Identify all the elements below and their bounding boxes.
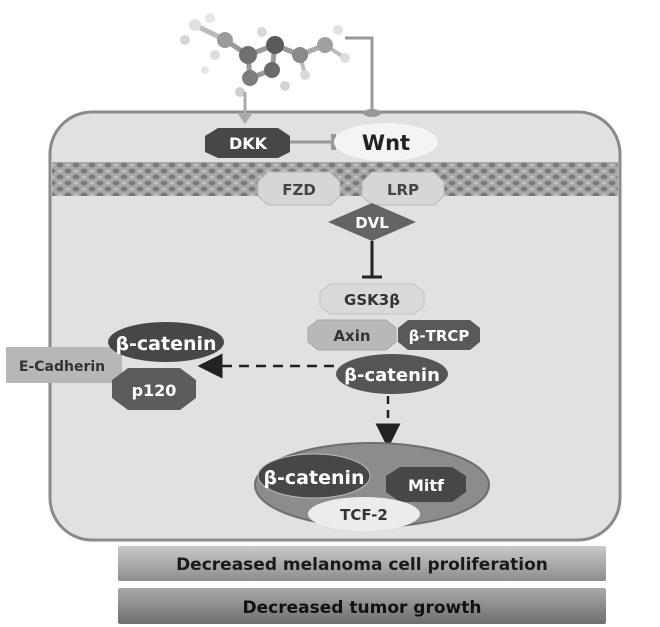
dkk-node [205, 128, 290, 158]
lrp-label: LRP [387, 181, 419, 199]
bcatenin-nucleus-node [257, 453, 371, 499]
bcatenin-cytoplasm-node [336, 354, 448, 394]
dvl-label: DVL [355, 214, 389, 232]
ecadherin-node [6, 347, 122, 383]
bcatenin-membrane-label: β-catenin [115, 333, 216, 355]
wnt-node [334, 123, 438, 161]
mitf-node [386, 467, 466, 502]
p120-label: p120 [132, 381, 177, 400]
outcome-tumor-growth-label: Decreased tumor growth [243, 598, 482, 618]
gsk3b-label: GSK3β [344, 291, 400, 309]
outcome-bar-proliferation [118, 546, 606, 581]
tcf2-label: TCF-2 [340, 506, 388, 524]
lrp-node [361, 171, 445, 206]
bcatenin-membrane-node [108, 322, 224, 362]
molecule-to-dkk-arrow [238, 92, 252, 124]
dvl-node [328, 203, 416, 241]
molecule-to-wnt-connector [345, 36, 381, 117]
wnt-label: Wnt [362, 131, 410, 155]
dvl-inhibits-gsk3b [362, 241, 382, 279]
axin-label: Axin [333, 327, 370, 345]
dkk-inhibits-wnt [285, 134, 336, 150]
ecadherin-label: E-Cadherin [19, 359, 105, 375]
p120-node [112, 368, 196, 410]
outcome-bar-tumor-growth [118, 588, 606, 624]
bcatenin-nucleus-label: β-catenin [263, 467, 364, 489]
btrcp-label: β-TRCP [409, 327, 470, 345]
molecule-image [180, 13, 350, 97]
bcatenin-cytoplasm-label: β-catenin [344, 365, 440, 386]
dkk-label: DKK [229, 134, 268, 153]
mitf-label: Mitf [408, 476, 445, 495]
tcf2-node [308, 497, 420, 531]
fzd-label: FZD [282, 181, 316, 199]
outcome-proliferation-label: Decreased melanoma cell proliferation [176, 555, 548, 575]
axin-node [307, 319, 397, 351]
btrcp-node [398, 320, 480, 350]
fzd-node [257, 171, 341, 206]
gsk3b-node [319, 283, 425, 315]
